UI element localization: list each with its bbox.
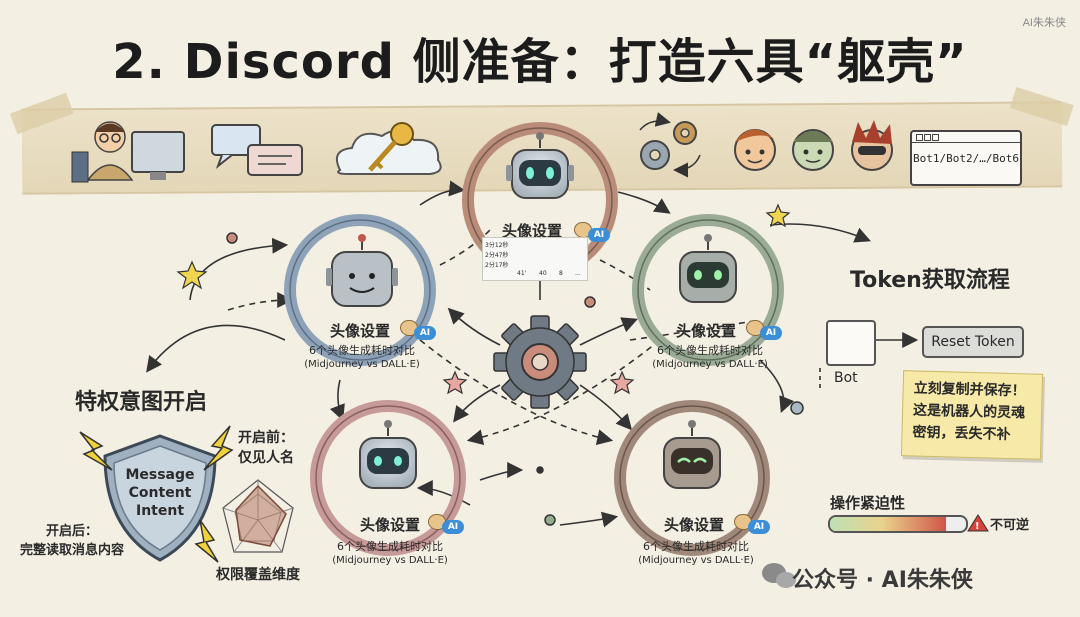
privileged-intent-title: 特权意图开启 [75, 390, 208, 415]
chat-bubbles-icon [211, 124, 303, 176]
compare-caption-right: 6个头像生成耗时对比 (Midjourney vs DALL·E) [620, 344, 800, 372]
footer-watermark: 公众号 · AI朱朱侠 [792, 568, 973, 593]
wechat-icon [762, 563, 796, 588]
central-gear-icon [493, 315, 587, 409]
chart-x-tick: 8 [559, 270, 563, 277]
chart-y-tick: 2分17秒 [485, 262, 509, 269]
bot-node-bottom-right [614, 400, 770, 556]
developer-at-desk-icon [71, 121, 185, 183]
shield-line: Content [128, 485, 192, 501]
cloud-key-icon [336, 122, 442, 175]
robot-head-icon [359, 420, 417, 489]
avatar-label-left: 头像设置 [330, 322, 391, 340]
compare-caption-left: 6个头像生成耗时对比 (Midjourney vs DALL·E) [272, 344, 452, 372]
shield-line: Message [125, 467, 195, 483]
after-line: 完整读取消息内容 [20, 543, 125, 558]
compare-line: 6个头像生成耗时对比 [309, 344, 415, 357]
compare-subline: (Midjourney vs DALL·E) [304, 359, 420, 370]
urgency-bar-fill [830, 517, 946, 531]
after-line: 开启后： [46, 524, 99, 539]
before-line: 仅见人名 [238, 450, 294, 466]
ai-badge: AI [442, 520, 464, 534]
note-line: 密钥，丢失不补 [912, 424, 1011, 444]
ai-badge: AI [748, 520, 770, 534]
avatar-label-bottom-left: 头像设置 [360, 516, 421, 534]
page-title: 2. Discord 侧准备：打造六具“躯壳” [112, 34, 968, 90]
bot-node-right [632, 214, 784, 366]
chart-x-tick: 40 [539, 270, 547, 277]
compare-line: 6个头像生成耗时对比 [337, 540, 443, 553]
corner-watermark: AI朱朱侠 [1022, 17, 1066, 29]
compare-subline: (Midjourney vs DALL·E) [638, 555, 754, 566]
compare-line: 6个头像生成耗时对比 [657, 344, 763, 357]
bot-node-left [284, 214, 436, 366]
robot-head-icon [506, 132, 574, 199]
bot-label: Bot [834, 370, 858, 386]
reset-token-button[interactable]: Reset Token [922, 326, 1024, 358]
compare-subline: (Midjourney vs DALL·E) [652, 359, 768, 370]
robot-head-icon [326, 234, 398, 307]
radar-chart-icon [222, 479, 294, 553]
bot-card [826, 320, 876, 366]
robot-head-icon [679, 234, 737, 303]
warning-icon: ! [967, 514, 989, 532]
ai-badge: AI [414, 326, 436, 340]
urgency-label: 操作紧迫性 [830, 494, 906, 512]
bot-id-tag: Bot1/Bot2/…/Bot6 [910, 130, 1022, 186]
ai-badge: AI [760, 326, 782, 340]
before-line: 开启前： [238, 430, 294, 446]
permission-dimension-label: 权限覆盖维度 [216, 567, 300, 583]
save-token-sticky-note: 立刻复制并保存！ 这是机器人的灵魂 密钥，丢失不补 [900, 370, 1044, 460]
flow-arrows [146, 180, 919, 528]
gears-icon [639, 112, 701, 178]
avatar-label-right: 头像设置 [676, 322, 737, 340]
compare-caption-bottom-left: 6个头像生成耗时对比 (Midjourney vs DALL·E) [300, 540, 480, 568]
shield-line: Intent [135, 503, 185, 519]
compare-subline: (Midjourney vs DALL·E) [332, 555, 448, 566]
bot-id-tag-text: Bot1/Bot2/…/Bot6 [913, 152, 1019, 165]
chart-x-tick: ... [575, 270, 581, 277]
shield-text: Message Content Intent [112, 466, 208, 520]
token-flow-title: Token获取流程 [850, 268, 1010, 293]
after-enable-text: 开启后： 完整读取消息内容 [20, 522, 124, 560]
before-enable-text: 开启前： 仅见人名 [238, 428, 294, 468]
character-avatar-2-icon [792, 129, 834, 171]
character-avatar-1-icon [734, 129, 776, 171]
compare-caption-bottom-right: 6个头像生成耗时对比 (Midjourney vs DALL·E) [606, 540, 786, 568]
character-avatar-3-icon [851, 120, 893, 171]
decorative-stars [176, 203, 791, 395]
irreversible-label: 不可逆 [990, 518, 1030, 533]
bot-node-bottom-left [310, 400, 466, 556]
svg-text:!: ! [975, 521, 980, 532]
shield-icon [103, 434, 217, 562]
ai-badge: AI [588, 228, 610, 242]
chart-y-tick: 2分47秒 [485, 252, 509, 259]
lightning-icon [79, 425, 234, 563]
robot-head-icon [663, 420, 721, 489]
avatar-time-chart-card: 3分12秒 2分47秒 2分17秒 41' 40 8 ... [482, 237, 588, 281]
chart-x-tick: 41' [517, 270, 527, 277]
chart-y-tick: 3分12秒 [485, 242, 509, 249]
avatar-label-bottom-right: 头像设置 [664, 516, 725, 534]
urgency-bar [828, 515, 968, 533]
connector-dots [226, 232, 804, 526]
avatar-label-top: 头像设置 [502, 222, 563, 240]
compare-line: 6个头像生成耗时对比 [643, 540, 749, 553]
